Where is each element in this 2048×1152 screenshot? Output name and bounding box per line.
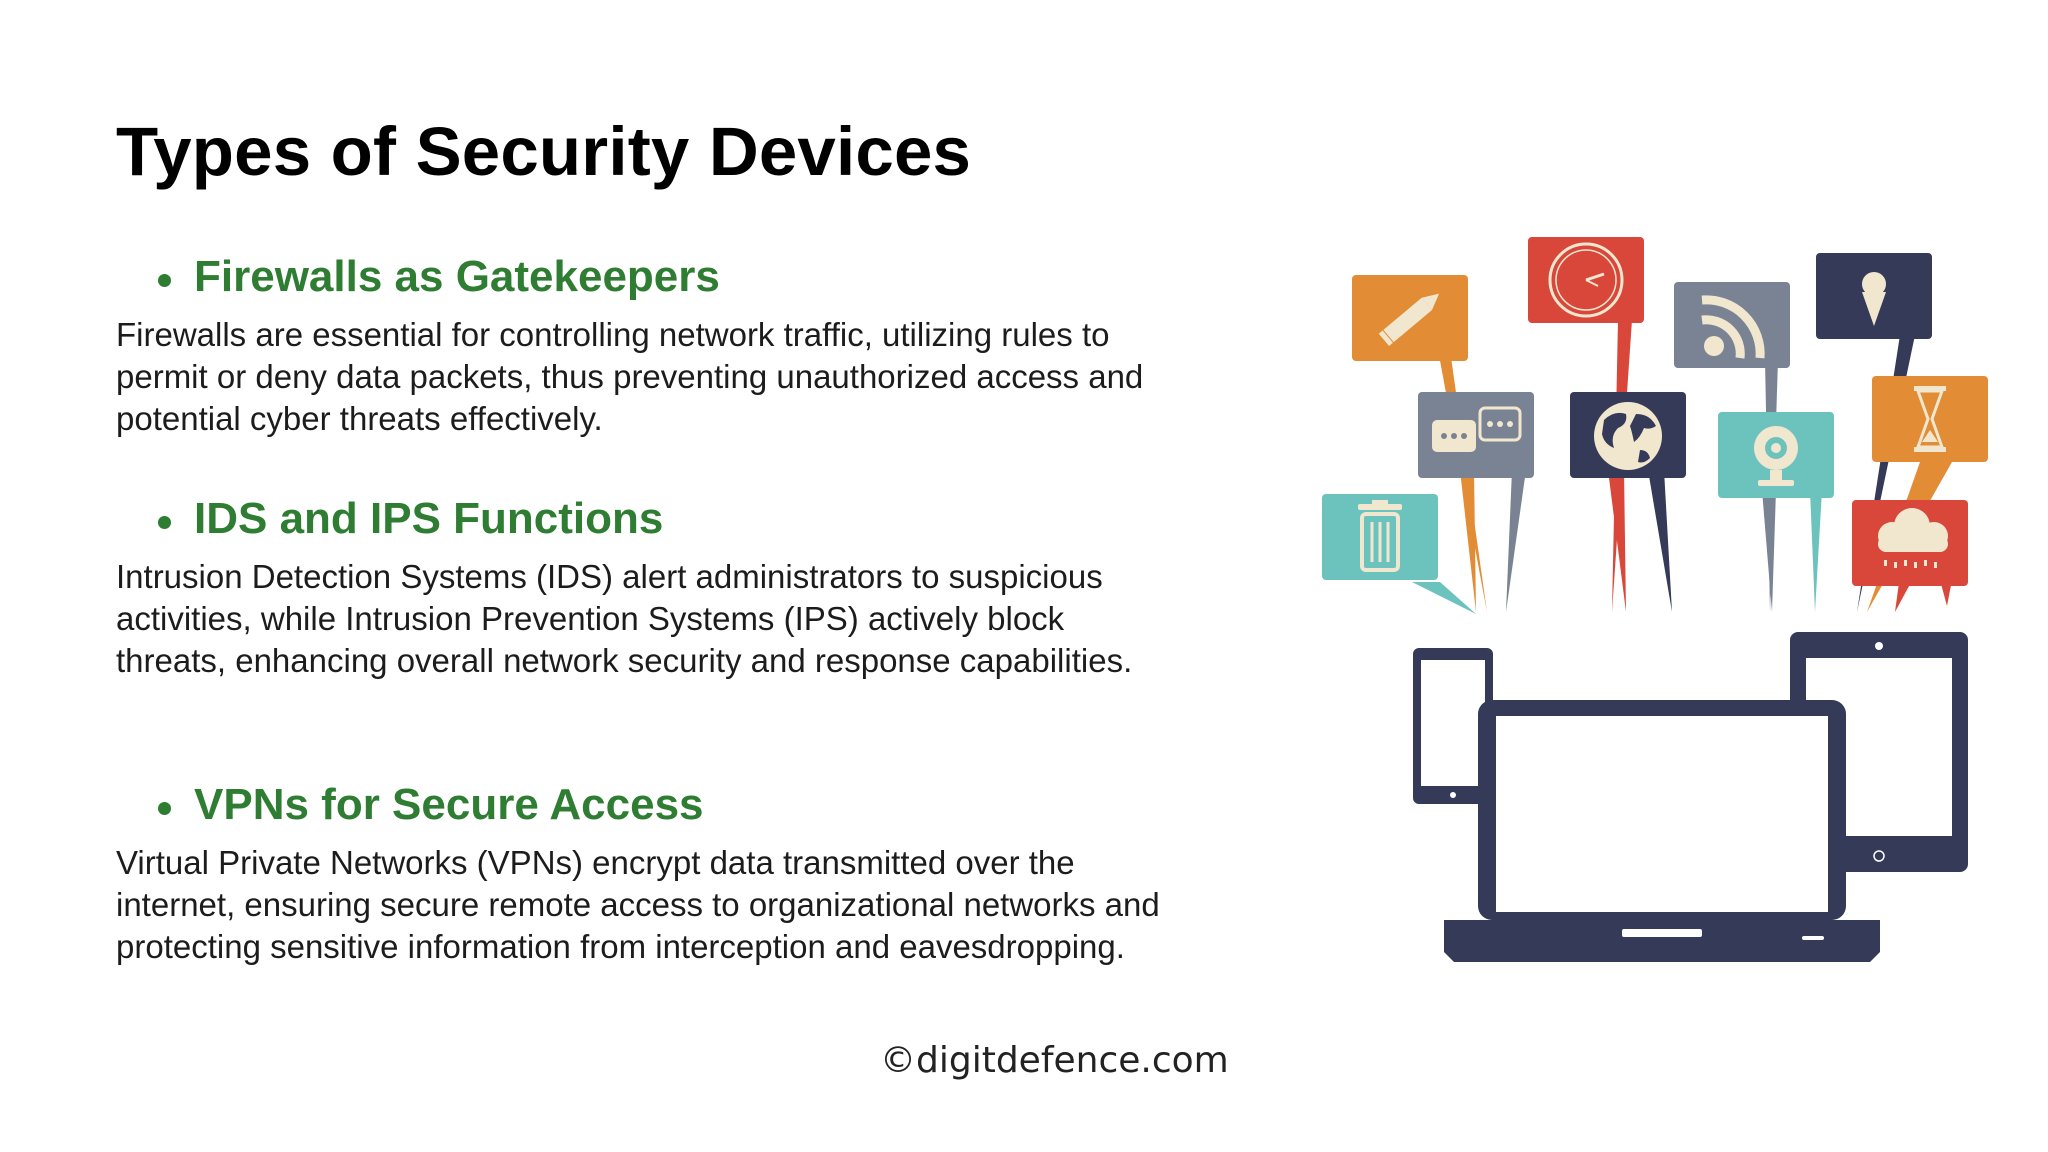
devices-illustration: [1322, 237, 1988, 962]
chat-icon: [1418, 392, 1534, 478]
laptop-device: [1444, 700, 1880, 962]
clock-icon: [1528, 237, 1644, 323]
section-body: Firewalls are essential for controlling …: [116, 316, 1144, 437]
bullet-row: IDS and IPS Functions: [116, 494, 1196, 548]
bullet-row: Firewalls as Gatekeepers: [116, 252, 1196, 306]
section-firewalls: Firewalls as Gatekeepers Firewalls are e…: [116, 252, 1196, 440]
section-heading: VPNs for Secure Access: [194, 780, 704, 829]
hourglass-icon: [1872, 376, 1988, 462]
section-vpns: VPNs for Secure Access Virtual Private N…: [116, 780, 1196, 968]
bullet-icon: [158, 274, 171, 287]
footer-copyright: ©digitdefence.com: [880, 1040, 1229, 1081]
section-heading: Firewalls as Gatekeepers: [194, 252, 720, 301]
bullet-row: VPNs for Secure Access: [116, 780, 1196, 834]
phone-device: [1413, 648, 1493, 804]
ice-cream-icon: [1816, 253, 1932, 339]
pencil-icon: [1352, 275, 1468, 361]
bullet-icon: [158, 516, 171, 529]
section-ids-ips: IDS and IPS Functions Intrusion Detectio…: [116, 494, 1196, 682]
slide-title: Types of Security Devices: [116, 113, 972, 190]
rss-icon: [1674, 282, 1790, 368]
section-body: Virtual Private Networks (VPNs) encrypt …: [116, 844, 1160, 965]
section-body: Intrusion Detection Systems (IDS) alert …: [116, 558, 1133, 679]
webcam-icon: [1718, 412, 1834, 498]
trash-icon: [1322, 494, 1438, 580]
section-heading: IDS and IPS Functions: [194, 494, 664, 543]
cloud-rain-icon: [1852, 500, 1968, 586]
bullet-icon: [158, 802, 171, 815]
globe-icon: [1570, 392, 1686, 478]
